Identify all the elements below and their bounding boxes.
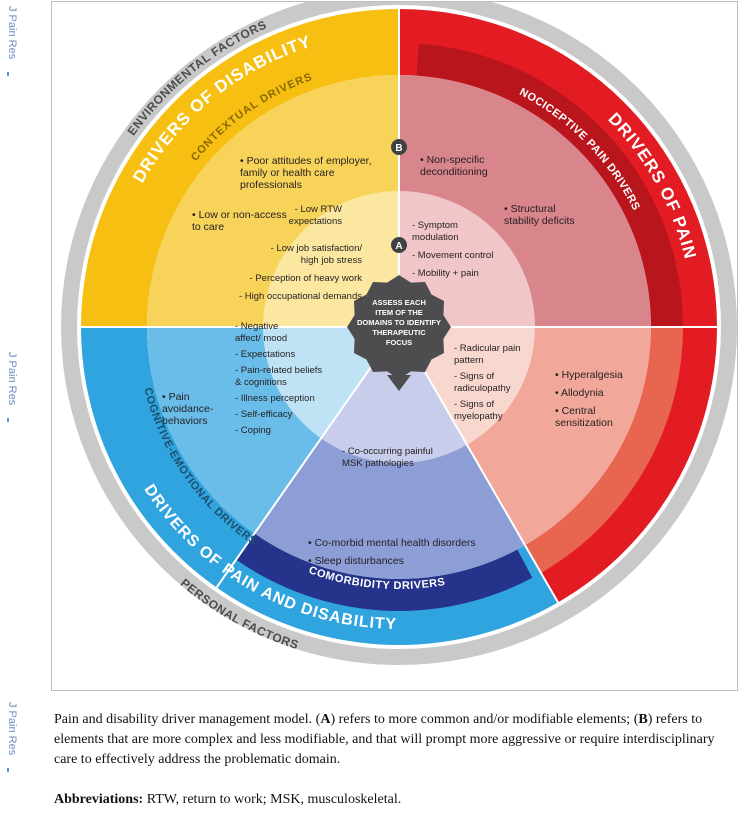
nociceptive-inner-item: - Mobility + pain bbox=[412, 268, 479, 279]
disability-band bbox=[81, 9, 399, 327]
abbreviations: Abbreviations: RTW, return to work; MSK,… bbox=[54, 790, 734, 810]
nervous-outer-item: • Allodynia bbox=[555, 387, 604, 399]
marker-b-label: B bbox=[395, 143, 402, 154]
nociceptive-subband bbox=[416, 43, 683, 328]
nociceptive-inner-zone bbox=[399, 191, 535, 327]
caption-marker-b: B bbox=[638, 712, 648, 727]
cognitive-inner-item: - Expectations bbox=[235, 349, 295, 360]
cognitive-inner-item: - Illness perception bbox=[235, 393, 315, 404]
contextual-inner-item: - Perception of heavy work bbox=[250, 273, 363, 284]
nervous-outer-item: • Hyperalgesia bbox=[555, 369, 623, 381]
nervous-subband bbox=[525, 327, 683, 573]
caption-text-3: ) refers to elements that are more compl… bbox=[54, 712, 715, 767]
abbreviations-label: Abbreviations: bbox=[54, 792, 144, 807]
contextual-inner-item: - High occupational demands bbox=[239, 291, 362, 302]
caption-text-1: Pain and disability driver management mo… bbox=[54, 712, 321, 727]
marker-a bbox=[391, 237, 407, 253]
sector-divider bbox=[398, 326, 559, 603]
cognitive-inner-item: - Pain-related beliefs& cognitions bbox=[235, 365, 322, 388]
cognitive-inner-item: - Coping bbox=[235, 425, 271, 436]
comorbidity-subband bbox=[236, 533, 533, 612]
journal-tab-line bbox=[7, 72, 9, 76]
contextual-inner-item: - Low job satisfaction/high job stress bbox=[271, 243, 363, 266]
journal-tab-line bbox=[7, 418, 9, 422]
pain-and-disability-band bbox=[81, 327, 558, 645]
contextual-outer-item: • Poor attitudes of employer,family or h… bbox=[240, 155, 372, 191]
center-pointer bbox=[387, 375, 411, 391]
pain-band bbox=[399, 9, 717, 327]
comorbidity-outer-item: • Co-morbid mental health disorders bbox=[308, 537, 476, 549]
contextual-inner-zone bbox=[263, 191, 399, 327]
journal-tab-line bbox=[7, 768, 9, 772]
marker-b bbox=[391, 139, 407, 155]
marker-a-label: A bbox=[395, 241, 402, 252]
caption-marker-a: A bbox=[320, 712, 331, 727]
figure-caption: Pain and disability driver management mo… bbox=[54, 710, 734, 770]
journal-tab-bottom[interactable]: J Pain Res bbox=[6, 702, 18, 756]
sector-divider bbox=[215, 326, 400, 589]
journal-tab-top[interactable]: J Pain Res bbox=[6, 6, 18, 60]
journal-tab-middle[interactable]: J Pain Res bbox=[6, 352, 18, 406]
abbreviations-text: RTW, return to work; MSK, musculoskeleta… bbox=[143, 792, 402, 807]
comorbidity-outer-item: • Sleep disturbances bbox=[308, 555, 404, 567]
center-gear bbox=[347, 275, 451, 379]
caption-text-2: ) refers to more common and/or modifiabl… bbox=[330, 712, 639, 727]
nociceptive-inner-item: - Movement control bbox=[412, 250, 493, 261]
cognitive-inner-item: - Self-efficacy bbox=[235, 409, 293, 420]
comorbidity-inner-zone bbox=[320, 327, 467, 463]
